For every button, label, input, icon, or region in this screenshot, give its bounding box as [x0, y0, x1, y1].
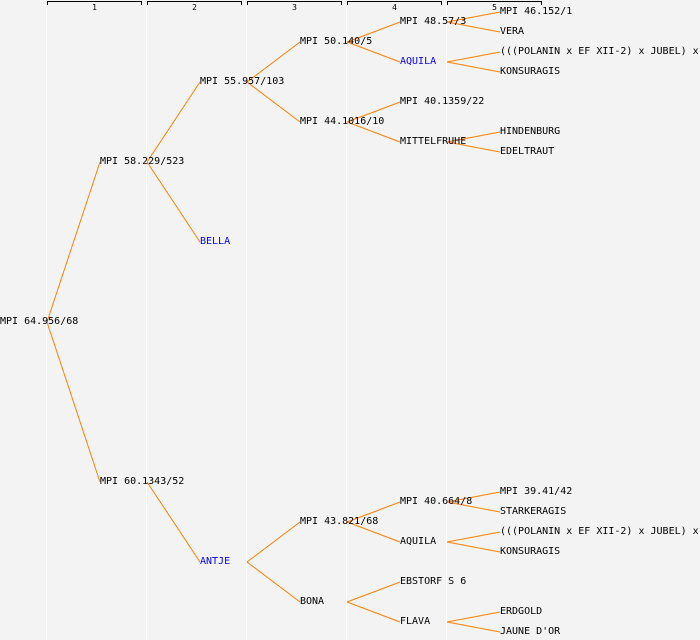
pedigree-node[interactable]: AQUILA — [400, 56, 437, 67]
column-divider — [346, 0, 347, 640]
pedigree-edge — [46, 161, 101, 323]
pedigree-edge — [346, 101, 401, 123]
pedigree-node[interactable]: (((POLANIN x EF XII-2) x JUBEL) x — [500, 46, 699, 57]
pedigree-node[interactable]: MPI 40.664/8 — [400, 496, 473, 507]
pedigree-edge — [346, 501, 401, 523]
pedigree-edge — [346, 121, 401, 143]
pedigree-edge — [446, 11, 501, 23]
pedigree-node[interactable]: MPI 46.152/1 — [500, 6, 573, 17]
pedigree-node[interactable]: MITTELFRUHE — [400, 136, 467, 147]
generation-bracket — [447, 1, 542, 5]
pedigree-node[interactable]: MPI 44.1016/10 — [300, 116, 385, 127]
pedigree-node[interactable]: MPI 64.956/68 — [0, 316, 79, 327]
pedigree-edge — [146, 161, 201, 243]
pedigree-edge — [346, 21, 401, 43]
pedigree-node[interactable]: FLAVA — [400, 616, 431, 627]
pedigree-edge — [246, 81, 301, 123]
pedigree-node[interactable]: ANTJE — [200, 556, 231, 567]
pedigree-edge — [146, 481, 201, 563]
pedigree-node[interactable]: MPI 50.140/5 — [300, 36, 373, 47]
column-divider — [146, 0, 147, 640]
pedigree-edge — [446, 141, 501, 153]
pedigree-edge — [446, 491, 501, 503]
pedigree-edge — [446, 541, 501, 553]
pedigree-node[interactable]: KONSURAGIS — [500, 66, 561, 77]
pedigree-edge — [246, 521, 301, 563]
pedigree-edge — [446, 501, 501, 513]
column-divider — [446, 0, 447, 640]
generation-label: 2 — [192, 3, 197, 12]
generation-bracket — [247, 1, 342, 5]
generation-bracket — [47, 1, 142, 5]
pedigree-node[interactable]: BELLA — [200, 236, 231, 247]
pedigree-edge — [446, 611, 501, 623]
pedigree-node[interactable]: BONA — [300, 596, 325, 607]
pedigree-node[interactable]: ERDGOLD — [500, 606, 543, 617]
column-divider — [46, 0, 47, 640]
generation-bracket — [347, 1, 442, 5]
generation-label: 1 — [92, 3, 97, 12]
pedigree-node[interactable]: HINDENBURG — [500, 126, 561, 137]
pedigree-node[interactable]: KONSURAGIS — [500, 546, 561, 557]
pedigree-node[interactable]: AQUILA — [400, 536, 437, 547]
pedigree-node[interactable]: MPI 39.41/42 — [500, 486, 573, 497]
pedigree-edge — [246, 41, 301, 83]
pedigree-edge — [246, 561, 301, 603]
pedigree-node[interactable]: MPI 43.821/68 — [300, 516, 379, 527]
generation-label: 5 — [492, 3, 497, 12]
pedigree-edge — [346, 41, 401, 63]
generation-label: 3 — [292, 3, 297, 12]
pedigree-node[interactable]: (((POLANIN x EF XII-2) x JUBEL) x — [500, 526, 699, 537]
pedigree-node[interactable]: STARKERAGIS — [500, 506, 567, 517]
pedigree-edge — [346, 581, 401, 603]
pedigree-edge — [446, 61, 501, 73]
pedigree-node[interactable]: MPI 40.1359/22 — [400, 96, 485, 107]
pedigree-node[interactable]: MPI 55.957/103 — [200, 76, 285, 87]
generation-bracket — [147, 1, 242, 5]
pedigree-node[interactable]: MPI 60.1343/52 — [100, 476, 185, 487]
pedigree-edge — [446, 51, 501, 63]
pedigree-node[interactable]: EBSTORF S 6 — [400, 576, 467, 587]
pedigree-edge — [46, 321, 101, 483]
pedigree-edge — [146, 81, 201, 163]
pedigree-edge — [446, 131, 501, 143]
pedigree-edge — [346, 521, 401, 543]
pedigree-node[interactable]: MPI 48.57/3 — [400, 16, 467, 27]
pedigree-node[interactable]: EDELTRAUT — [500, 146, 555, 157]
pedigree-node[interactable]: JAUNE D'OR — [500, 626, 561, 637]
pedigree-node[interactable]: VERA — [500, 26, 525, 37]
generation-label: 4 — [392, 3, 397, 12]
column-divider — [246, 0, 247, 640]
pedigree-edge — [446, 531, 501, 543]
pedigree-node[interactable]: MPI 58.229/523 — [100, 156, 185, 167]
pedigree-edge — [446, 21, 501, 33]
pedigree-edge — [446, 621, 501, 633]
pedigree-edge — [346, 601, 401, 623]
